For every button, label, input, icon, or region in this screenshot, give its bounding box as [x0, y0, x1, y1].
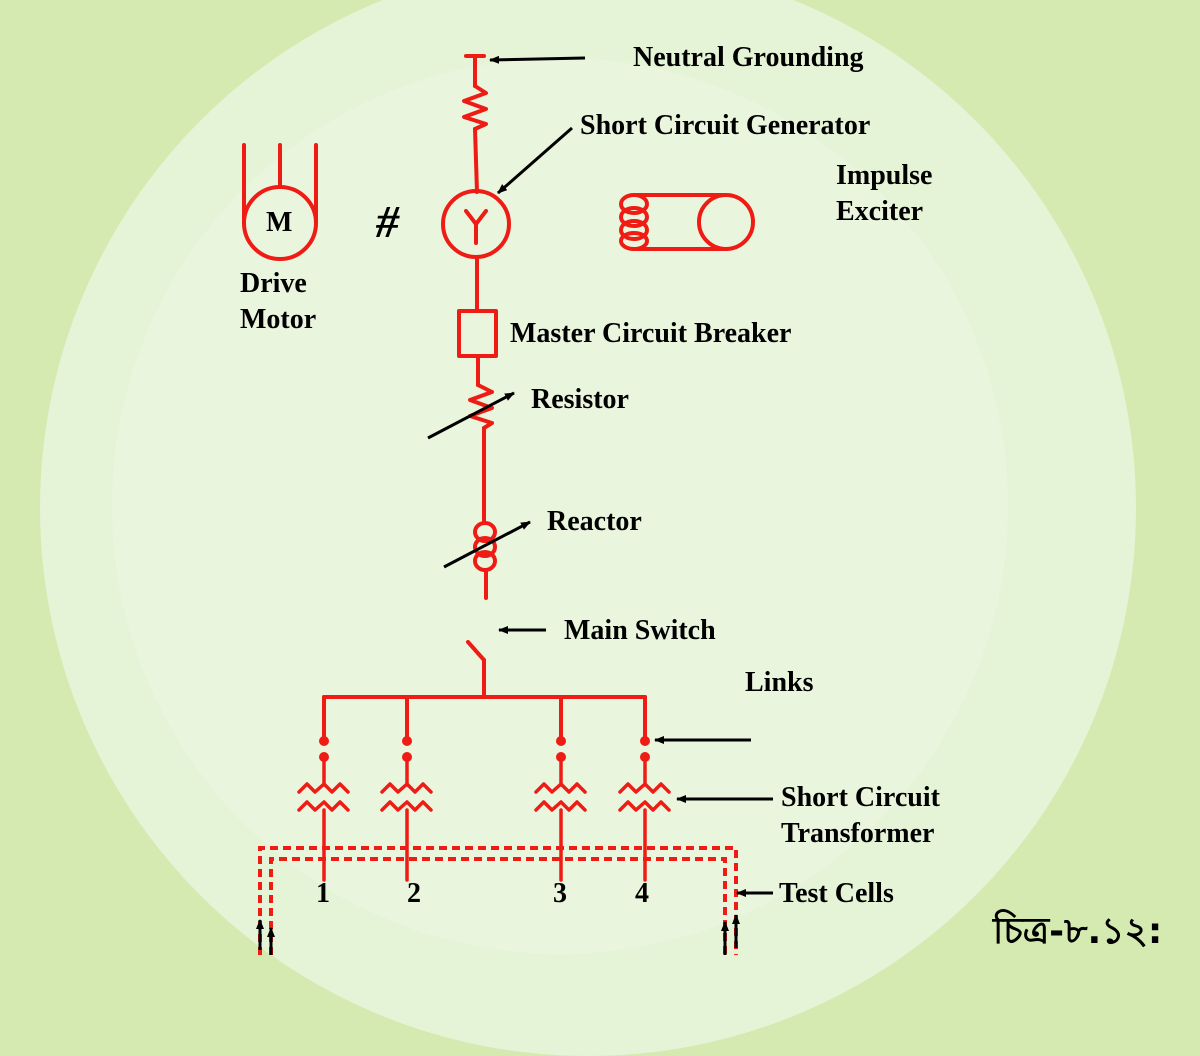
links-label: Links	[745, 667, 814, 698]
short-circuit-label: Short Circuit	[781, 782, 940, 813]
exciter-coil-4	[619, 231, 649, 251]
reactor-coil-2	[473, 536, 497, 558]
branch-number-1: 1	[316, 878, 330, 909]
transformer-3-secondary	[534, 800, 587, 812]
main-switch-blade	[466, 640, 486, 662]
short-circuit-generator-label: Short Circuit Generator	[580, 110, 871, 141]
reactor-coil-1	[473, 521, 497, 543]
grounding-resistor	[462, 84, 488, 131]
link-dot-1a	[319, 736, 329, 746]
exciter-label-text: Exciter	[836, 196, 924, 227]
branch-number-4: 4	[635, 878, 649, 909]
neutral-grounding-label: Neutral Grounding	[633, 42, 864, 73]
transformer-4-secondary	[618, 800, 671, 812]
drive-label: Drive	[240, 268, 307, 299]
generator-star-right	[474, 209, 488, 226]
motor-symbol: M	[266, 207, 293, 238]
transformer-1-primary	[297, 782, 350, 794]
reactor-label: Reactor	[547, 506, 642, 537]
master-circuit-breaker-box	[457, 309, 498, 358]
hash-symbol: #	[376, 196, 399, 247]
transformer-label: Transformer	[781, 818, 935, 849]
transformer-4-primary	[618, 782, 671, 794]
exciter-coil-3	[619, 219, 649, 241]
exciter-coil-1	[619, 193, 649, 215]
ground-to-generator-wire	[473, 127, 479, 194]
branch-number-3: 3	[553, 878, 567, 909]
test-cells-inner-border	[269, 857, 727, 955]
generator-arrow	[497, 126, 573, 195]
impulse-label: Impulse	[836, 160, 933, 191]
transformer-2-secondary	[380, 800, 433, 812]
link-dot-4a	[640, 736, 650, 746]
main-switch-label: Main Switch	[564, 615, 716, 646]
exciter-circle	[697, 193, 755, 251]
motor-label: Motor	[240, 304, 317, 335]
exciter-coil-2	[619, 206, 649, 228]
neutral-grounding-arrow	[489, 55, 586, 64]
generator-star-left	[464, 209, 478, 226]
link-dot-2a	[402, 736, 412, 746]
transformer-1-secondary	[297, 800, 350, 812]
transformer-3-primary	[534, 782, 587, 794]
test-cells-outer-border	[258, 846, 738, 955]
figure-caption: চিত্র-৮.১২:	[993, 911, 1163, 952]
circuit-diagram	[242, 54, 773, 955]
test-cells-label: Test Cells	[779, 878, 894, 909]
resistor-variable-arrow	[427, 391, 515, 440]
resistor-zigzag	[468, 383, 494, 430]
reactor-variable-arrow	[443, 520, 531, 569]
branch-number-2: 2	[407, 878, 421, 909]
master-circuit-breaker-label: Master Circuit Breaker	[510, 318, 792, 349]
resistor-label: Resistor	[531, 384, 629, 415]
link-dot-3a	[556, 736, 566, 746]
transformer-2-primary	[380, 782, 433, 794]
